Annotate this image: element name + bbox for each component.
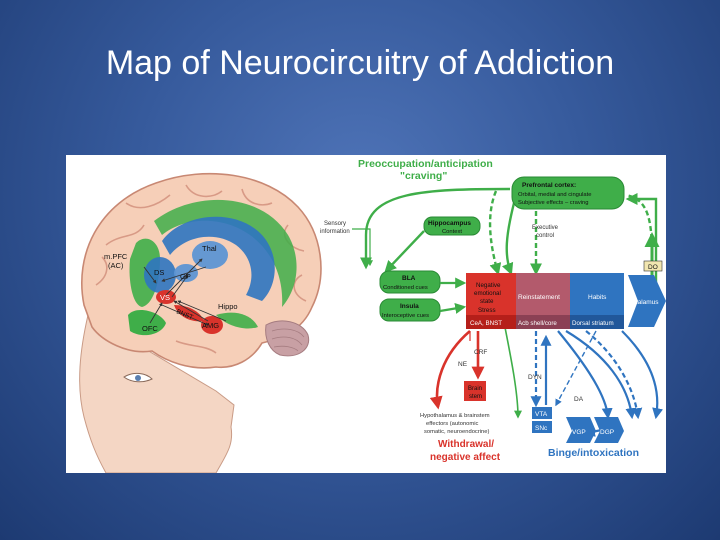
svg-text:CeA, BNST: CeA, BNST [470, 320, 502, 327]
svg-text:DGP: DGP [600, 429, 614, 436]
vs-region [156, 290, 176, 304]
preoccupation-title-line2: "craving" [400, 170, 447, 182]
svg-text:Subjective effects – craving: Subjective effects – craving [518, 200, 588, 206]
sensory-information-label: Sensory information [320, 221, 350, 235]
green-arrows [352, 187, 660, 419]
bla-node: BLA Conditioned cues [379, 270, 441, 294]
dgp-node: DGP [594, 417, 624, 443]
label-ofc: OFC [142, 324, 158, 333]
snc-node: SNc [532, 421, 552, 433]
prefrontal-cortex-node: Prefrontal cortex: Orbital, medial and c… [511, 176, 625, 210]
ds-region [144, 257, 176, 293]
dyn-label: DYN [528, 374, 542, 381]
label-hippo: Hippo [218, 302, 238, 311]
slide-title: Map of Neurocircuitry of Addiction [105, 44, 615, 82]
green-arc-region [154, 199, 297, 307]
brain-illustration: m.PFC(AC) DS GP Thal VS BNST Hippo OFC A… [79, 172, 322, 473]
svg-text:Orbital, medial and cingulate: Orbital, medial and cingulate [518, 192, 591, 198]
svg-text:SNc: SNc [535, 425, 548, 432]
thalamus-node: Thalamus [628, 275, 666, 327]
reinstatement-node: Reinstatement Acb shell/core [516, 273, 570, 329]
vta-node: VTA [532, 407, 552, 419]
face-profile [79, 314, 235, 473]
cerebellum [265, 320, 310, 357]
brain-arrows [143, 258, 227, 326]
svg-text:Thalamus: Thalamus [630, 299, 659, 306]
preoccupation-title-line1: Preoccupation/anticipation [358, 158, 493, 170]
svg-text:Habits: Habits [588, 294, 607, 301]
ne-label: NE [458, 361, 468, 368]
withdrawal-title-line1: Withdrawal/ [438, 439, 494, 450]
svg-text:stem: stem [469, 394, 482, 400]
svg-text:emotional: emotional [474, 290, 501, 297]
label-ds: DS [154, 268, 164, 277]
svg-text:Hypothalamus & brainstem: Hypothalamus & brainstem [420, 413, 490, 419]
label-thal: Thal [202, 244, 217, 253]
withdrawal-title-line2: negative affect [430, 452, 501, 463]
svg-text:Hippocampus: Hippocampus [428, 220, 471, 227]
svg-text:Context: Context [442, 229, 462, 235]
ofc-region [128, 309, 166, 336]
striatum-blue-region [162, 216, 275, 301]
hippo-region [216, 312, 258, 329]
stage-labels: Preoccupation/anticipation "craving" Wit… [358, 158, 639, 463]
svg-text:effectors (autonomic: effectors (autonomic [426, 421, 479, 427]
svg-text:DO: DO [648, 264, 658, 271]
hypothalamus-label: Hypothalamus & brainstem effectors (auto… [420, 413, 490, 435]
brain-stem-node: Brain stem [464, 381, 486, 401]
binge-title: Binge/intoxication [548, 447, 639, 459]
bnst-region [174, 305, 204, 322]
svg-text:Interoceptive cues: Interoceptive cues [382, 313, 429, 319]
brain-folds [95, 184, 307, 354]
svg-text:control: control [536, 233, 554, 239]
crf-label: CRF [474, 349, 487, 356]
da-label: DA [574, 396, 584, 403]
svg-text:information: information [320, 229, 350, 235]
neurocircuitry-figure: m.PFC(AC) DS GP Thal VS BNST Hippo OFC A… [66, 155, 666, 473]
do-badge: DO [643, 260, 663, 272]
hippocampus-node: Hippocampus Context [423, 216, 481, 236]
svg-text:Stress: Stress [478, 307, 496, 314]
habits-node: Habits Dorsal striatum [570, 273, 624, 329]
svg-text:Dorsal striatum: Dorsal striatum [572, 320, 614, 327]
svg-text:VGP: VGP [572, 429, 586, 436]
svg-text:Acb shell/core: Acb shell/core [518, 320, 557, 327]
svg-text:Prefrontal cortex:: Prefrontal cortex: [522, 182, 576, 189]
svg-text:somatic, neuroendocrine): somatic, neuroendocrine) [424, 429, 489, 435]
svg-text:Conditioned cues: Conditioned cues [383, 285, 428, 291]
svg-text:state: state [480, 298, 494, 305]
cerebellum-folds [271, 328, 305, 352]
label-gp: GP [180, 272, 191, 281]
label-amg: AMG [202, 321, 219, 330]
svg-text:VTA: VTA [535, 411, 548, 418]
red-arrows [429, 330, 485, 410]
eye-iris [135, 375, 141, 381]
vgp-node: VGP [566, 417, 596, 443]
svg-text:BLA: BLA [402, 275, 416, 282]
svg-text:Reinstatement: Reinstatement [518, 294, 560, 301]
negative-emotional-state-node: Negative emotional state Stress CeA, BNS… [466, 273, 516, 329]
label-mpfc: m.PFC(AC) [104, 252, 128, 270]
svg-text:Insula: Insula [400, 303, 419, 310]
label-vs: VS [160, 293, 170, 302]
svg-text:Sensory: Sensory [324, 221, 346, 227]
svg-text:Brain: Brain [468, 386, 482, 392]
executive-control-label: Executive control [532, 225, 559, 239]
svg-text:Executive: Executive [532, 225, 559, 231]
neurocircuitry-diagram: m.PFC(AC) DS GP Thal VS BNST Hippo OFC A… [79, 158, 666, 473]
insula-node: Insula Interoceptive cues [379, 298, 441, 322]
svg-text:Negative: Negative [476, 282, 501, 289]
